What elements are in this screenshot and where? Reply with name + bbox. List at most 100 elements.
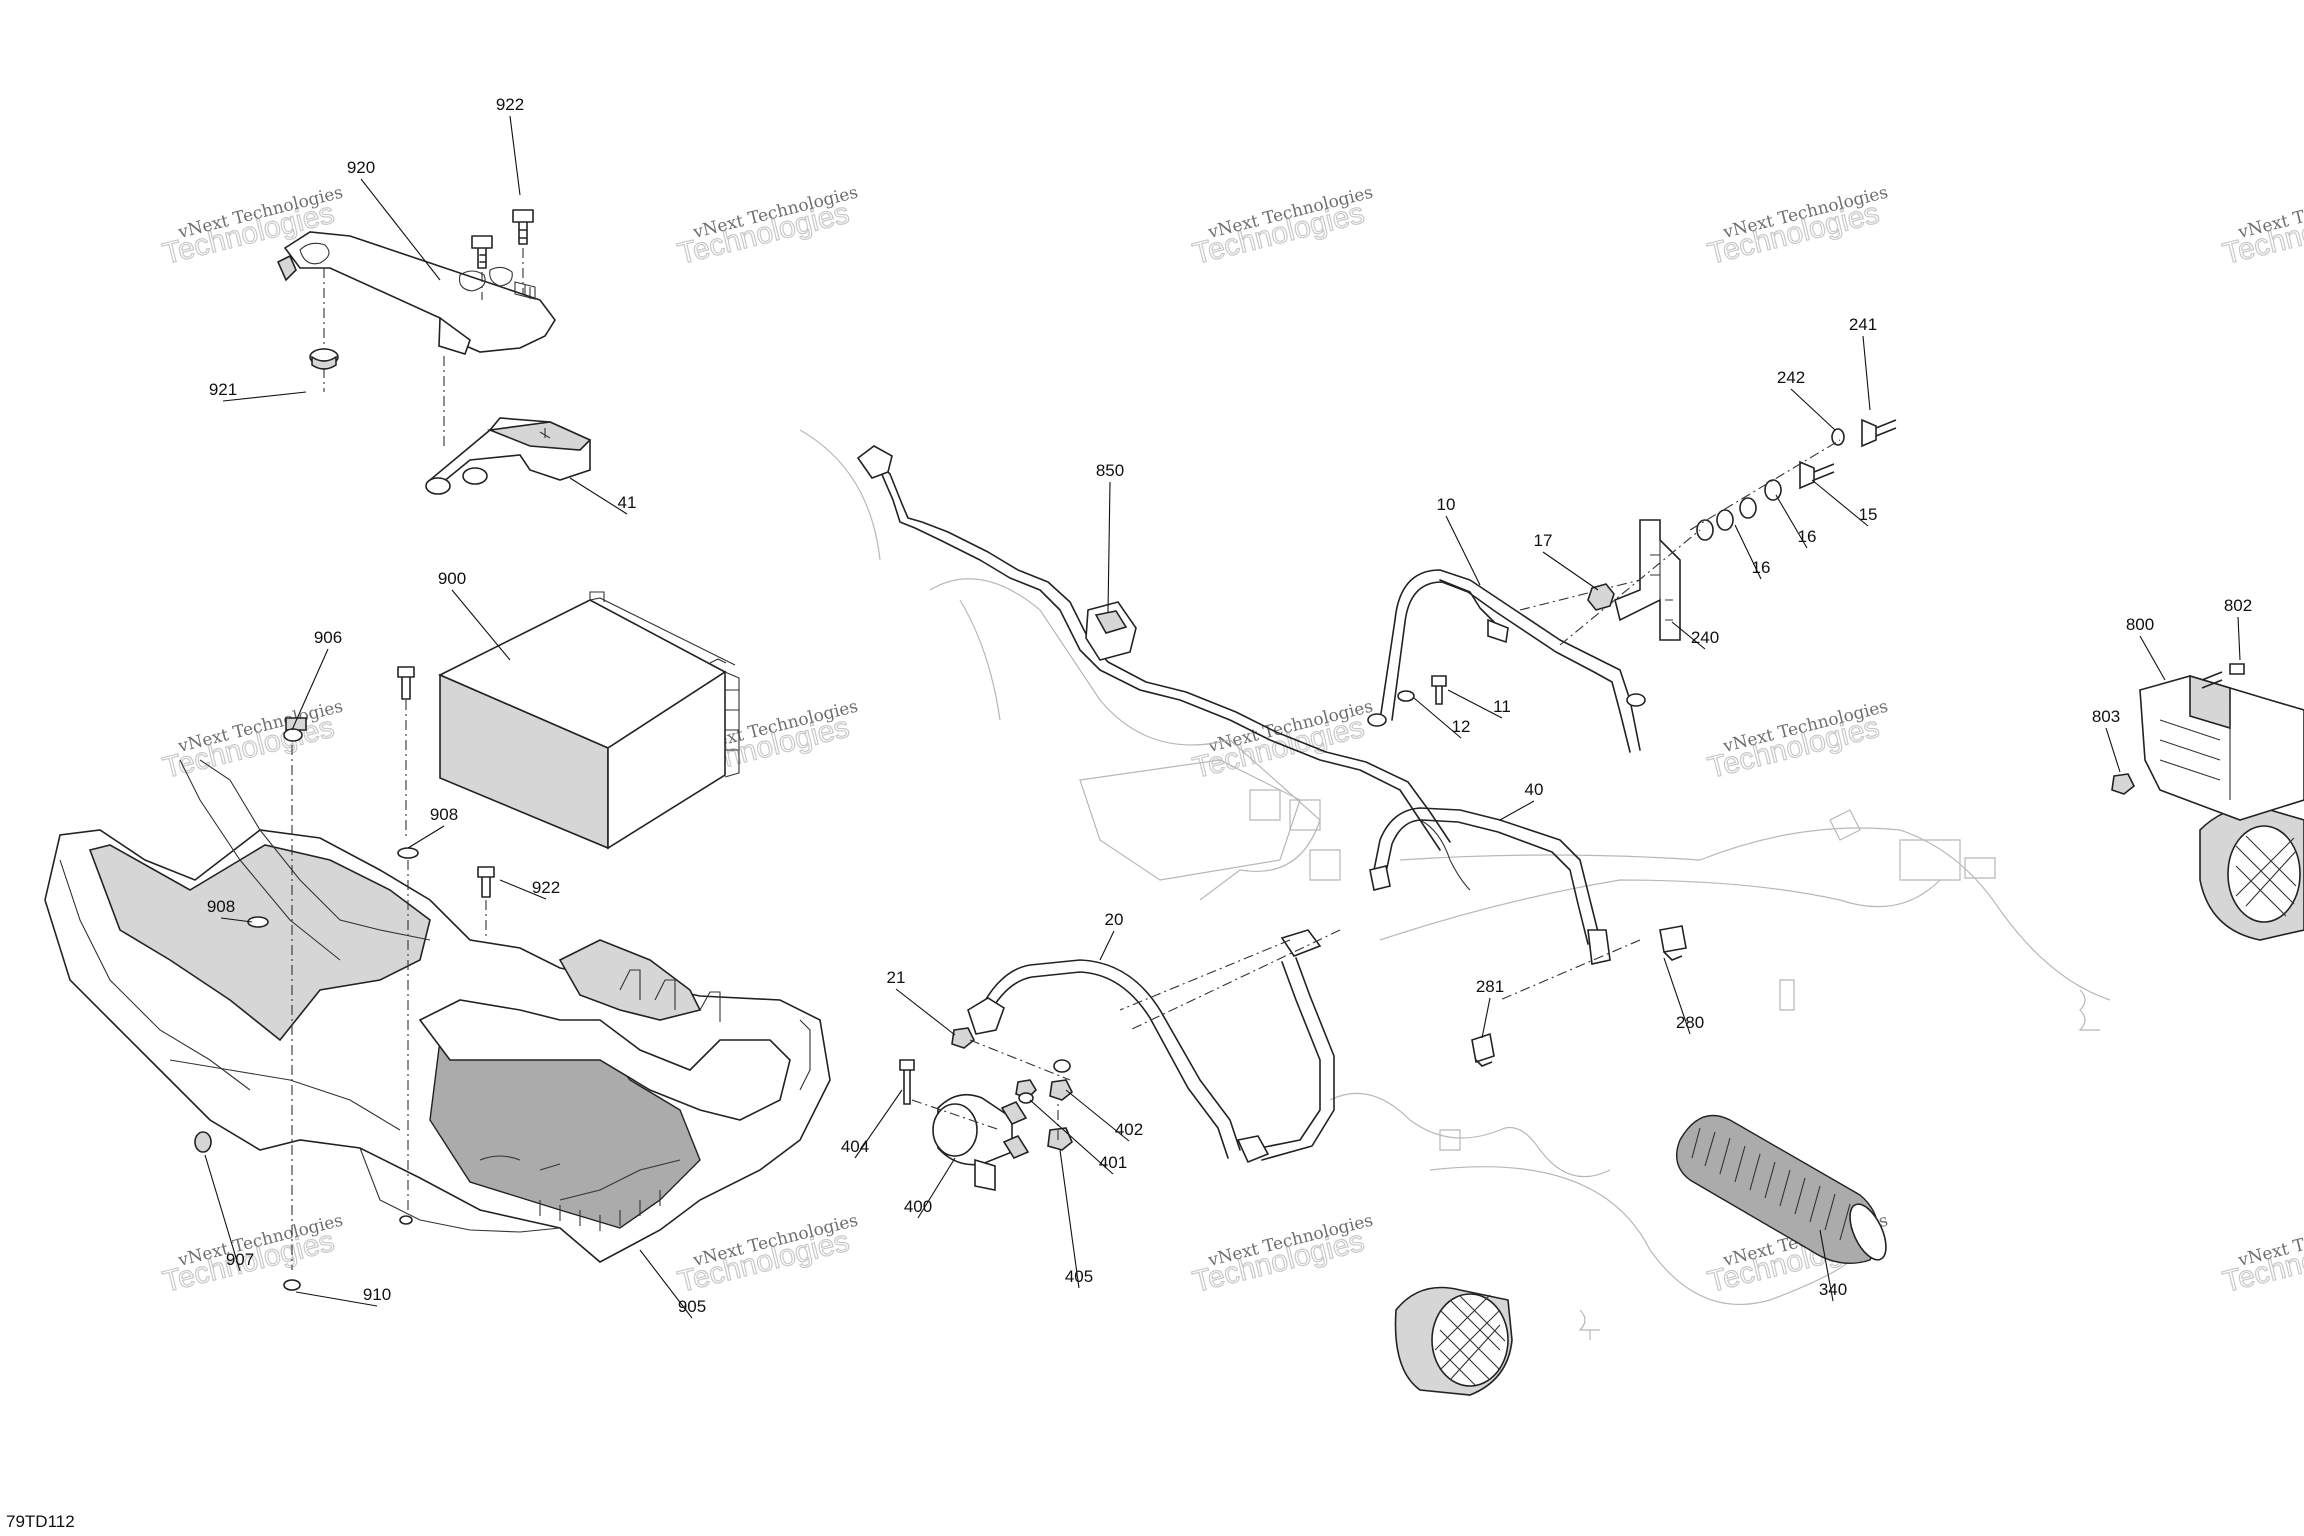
watermark: Technologies vNext Technologies <box>1189 1211 1375 1300</box>
ground-cable-and-bracket <box>1367 418 1897 753</box>
leader-line <box>917 1157 956 1219</box>
part-number-label: 17 <box>1534 531 1553 550</box>
watermark: Technologies vNext Technologies <box>674 183 860 272</box>
part-number-label: 401 <box>1099 1153 1127 1172</box>
part-number-label: 907 <box>226 1250 254 1269</box>
part-number-label: 400 <box>904 1197 932 1216</box>
part-number-label: 800 <box>2126 615 2154 634</box>
part-number-label: 10 <box>1437 495 1456 514</box>
part-number-label: 922 <box>532 878 560 897</box>
leader-line <box>222 391 307 402</box>
leader-line <box>1790 388 1836 431</box>
leader-line <box>2139 635 2166 681</box>
part-number-label: 922 <box>496 95 524 114</box>
leader-line <box>1499 800 1535 821</box>
part-number-label: 405 <box>1065 1267 1093 1286</box>
leader-line <box>1099 930 1115 961</box>
part-number-label: 803 <box>2092 707 2120 726</box>
part-number-label: 16 <box>1752 558 1771 577</box>
fan-grille-lower <box>1394 1286 1513 1396</box>
part-number-label: 908 <box>430 805 458 824</box>
battery <box>438 591 740 850</box>
part-number-label: 241 <box>1849 315 1877 334</box>
part-labels: 922 920 921 41 900 906 908 908 922 907 910 905 850 21… <box>207 95 2252 1316</box>
part-number-label: 20 <box>1105 910 1124 929</box>
part-number-label: 906 <box>314 628 342 647</box>
leader-line <box>499 879 547 900</box>
leader-line <box>1775 494 1808 549</box>
part-number-label: 16 <box>1798 527 1817 546</box>
leader-line <box>1413 697 1462 739</box>
electronic-module <box>2111 663 2304 821</box>
watermark: Technologies vNext Technologies <box>1704 183 1890 272</box>
leader-line <box>2237 616 2241 661</box>
starter-cable-and-solenoid <box>899 929 1341 1191</box>
battery-cable-40 <box>1369 807 1611 965</box>
part-number-label: 40 <box>1525 780 1544 799</box>
part-number-label: 15 <box>1859 505 1878 524</box>
leader-line <box>1811 479 1869 527</box>
leader-line <box>1107 481 1111 613</box>
leader-lines <box>204 115 2241 1319</box>
leader-line <box>2105 727 2121 773</box>
leader-line <box>1663 957 1691 1035</box>
part-number-label: 905 <box>678 1297 706 1316</box>
watermark: Technologies vNext Technologies <box>1189 697 1375 786</box>
watermark: Technologies vNext Technologies <box>674 1211 860 1300</box>
part-number-label: 802 <box>2224 596 2252 615</box>
leader-line <box>291 648 329 731</box>
part-number-label: 920 <box>347 158 375 177</box>
part-number-label: 908 <box>207 897 235 916</box>
leader-line <box>1819 1229 1834 1302</box>
part-number-label: 921 <box>209 380 237 399</box>
leader-line <box>451 589 511 661</box>
part-number-label: 340 <box>1819 1280 1847 1299</box>
part-number-label: 281 <box>1476 977 1504 996</box>
part-number-label: 11 <box>1493 697 1511 716</box>
leader-line <box>1481 997 1491 1039</box>
part-number-label: 240 <box>1691 628 1719 647</box>
part-number-label: 910 <box>363 1285 391 1304</box>
leader-line <box>204 1154 241 1272</box>
part-number-label: 242 <box>1777 368 1805 387</box>
wire-harness <box>856 445 1471 891</box>
document-code: 79TD112 <box>6 1512 75 1531</box>
leader-line <box>1542 551 1599 591</box>
leader-line <box>1445 515 1481 586</box>
leader-line <box>407 825 445 849</box>
leader-line <box>1065 1089 1130 1142</box>
fan-grille-right <box>2199 806 2304 941</box>
vehicle-context-ghost <box>799 429 2111 1340</box>
clips <box>1471 925 1687 1067</box>
air-duct-hose <box>1676 1114 1887 1265</box>
part-number-label: 12 <box>1452 717 1471 736</box>
leader-line <box>220 917 253 923</box>
part-number-label: 402 <box>1115 1120 1143 1139</box>
leader-line <box>360 178 441 281</box>
leader-line <box>509 115 521 196</box>
leader-line <box>1447 689 1503 719</box>
part-number-label: 900 <box>438 569 466 588</box>
part-number-label: 850 <box>1096 461 1124 480</box>
leader-line <box>639 1249 693 1319</box>
leader-line <box>895 988 956 1036</box>
part-number-label: 41 <box>618 493 637 512</box>
leader-line <box>1059 1149 1080 1289</box>
leader-line <box>1862 335 1871 411</box>
watermark: Technologies vNext Technologies <box>2219 1211 2304 1300</box>
battery-hold-down-assembly <box>276 209 592 495</box>
leader-line <box>569 477 628 515</box>
part-number-label: 280 <box>1676 1013 1704 1032</box>
leader-line <box>295 1291 378 1307</box>
leader-line <box>1029 1099 1114 1175</box>
part-number-label: 404 <box>841 1137 869 1156</box>
watermark: Technologies vNext Technologies <box>1704 697 1890 786</box>
part-number-label: 21 <box>887 968 906 987</box>
watermark: Technologies vNext Technologies <box>2219 183 2304 272</box>
leader-line <box>1671 621 1706 650</box>
leader-line <box>854 1089 903 1159</box>
battery-tray <box>44 666 831 1291</box>
leader-line <box>1734 524 1762 580</box>
watermark: Technologies vNext Technologies <box>1189 183 1375 272</box>
